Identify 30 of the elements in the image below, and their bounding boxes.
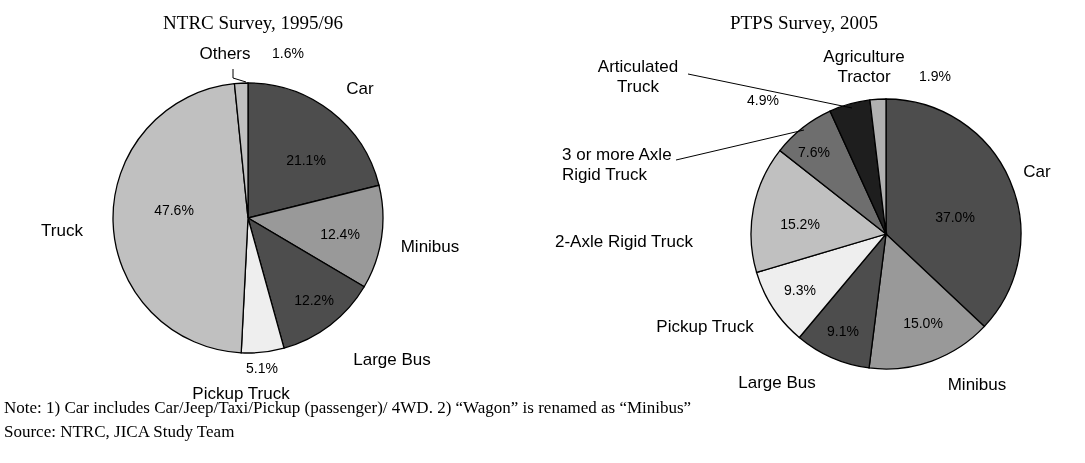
category-label: Truck (41, 220, 83, 242)
value-label: 9.1% (827, 322, 859, 340)
value-label: 12.4% (320, 225, 360, 243)
chart-title: PTPS Survey, 2005 (729, 11, 879, 35)
value-label: 5.1% (246, 359, 278, 377)
value-label: 47.6% (154, 201, 194, 219)
note-text: Source: NTRC, JICA Study Team (4, 422, 235, 442)
category-label: Pickup Truck (656, 316, 754, 338)
value-label: 1.6% (272, 44, 304, 62)
category-label: Car (1023, 161, 1051, 183)
category-label: Articulated Truck (596, 56, 680, 98)
category-label: Others (199, 43, 251, 65)
category-label: Car (346, 78, 374, 100)
value-label: 4.9% (747, 91, 779, 109)
chart-title: NTRC Survey, 1995/96 (163, 11, 343, 35)
value-label: 9.3% (784, 281, 816, 299)
category-label: Agriculture Tractor (822, 46, 906, 88)
category-label: 3 or more Axle Rigid Truck (562, 144, 673, 186)
value-label: 7.6% (798, 143, 830, 161)
category-label: Large Bus (738, 372, 816, 394)
category-label: Minibus (400, 236, 460, 258)
value-label: 15.2% (780, 215, 820, 233)
value-label: 37.0% (935, 208, 975, 226)
value-label: 12.2% (294, 291, 334, 309)
category-label: Minibus (947, 374, 1007, 396)
value-label: 15.0% (903, 314, 943, 332)
category-label: Large Bus (353, 349, 431, 371)
value-label: 1.9% (919, 67, 951, 85)
category-label: 2-Axle Rigid Truck (555, 231, 693, 253)
value-label: 21.1% (286, 151, 326, 169)
